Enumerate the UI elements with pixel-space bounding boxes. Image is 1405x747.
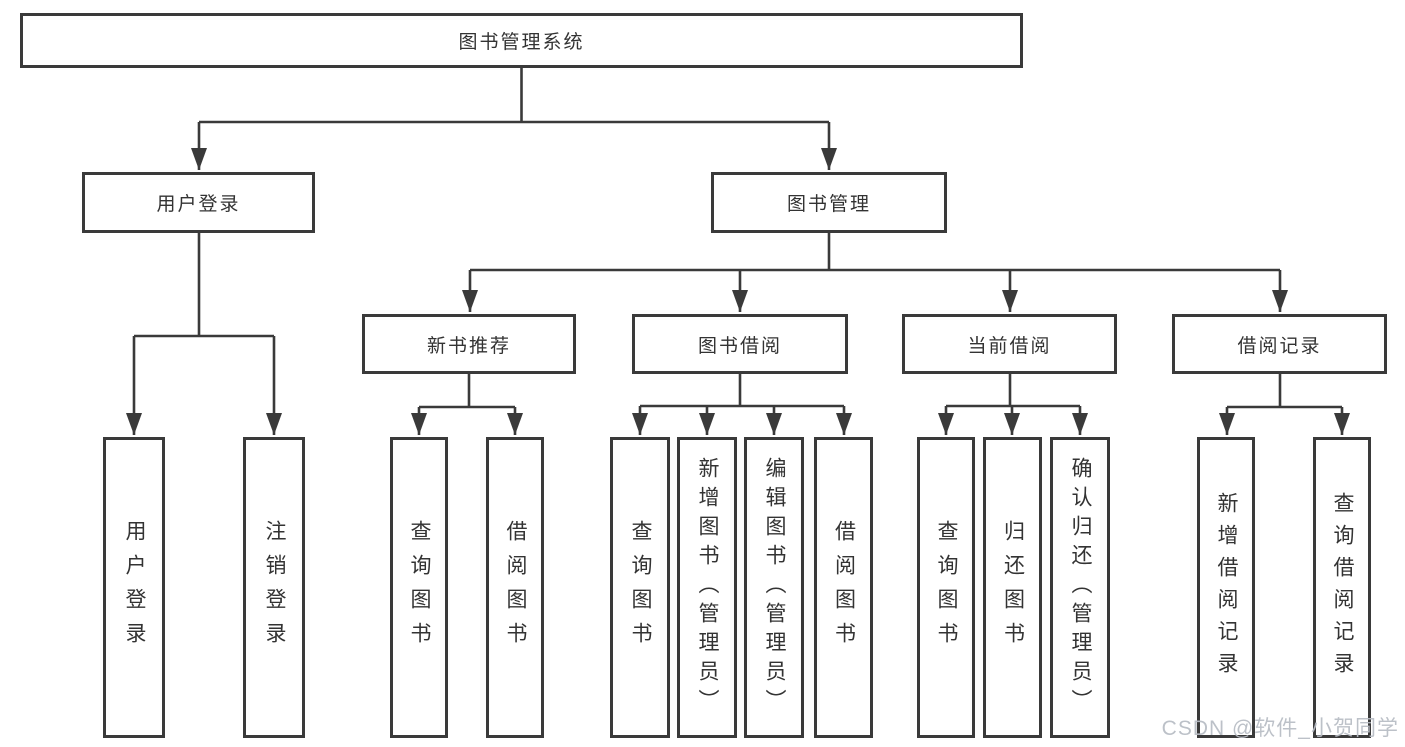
leaf-add-borrow-record: 新增借阅记录 — [1197, 437, 1255, 738]
node-user-login: 用户登录 — [82, 172, 315, 233]
leaf-query-book-borrow-label: 查询图书 — [629, 519, 652, 656]
leaf-query-book-borrow: 查询图书 — [610, 437, 670, 738]
node-user-login-label: 用户登录 — [156, 194, 241, 215]
node-borrow-records: 借阅记录 — [1172, 314, 1387, 374]
leaf-borrow-book-label: 借阅图书 — [832, 519, 856, 656]
node-borrow-records-label: 借阅记录 — [1237, 335, 1322, 357]
node-root-system: 图书管理系统 — [20, 13, 1023, 68]
leaf-add-borrow-record-label: 新增借阅记录 — [1215, 491, 1238, 684]
node-book-borrow-label: 图书借阅 — [697, 335, 782, 357]
node-new-book-recommend-label: 新书推荐 — [426, 335, 511, 357]
leaf-query-borrow-record-label: 查询借阅记录 — [1331, 491, 1354, 684]
leaf-return-book: 归还图书 — [983, 437, 1042, 738]
node-book-management-label: 图书管理 — [786, 194, 871, 215]
leaf-edit-book-admin-label: 编辑图书（管理员） — [763, 457, 786, 718]
leaf-query-book-current: 查询图书 — [917, 437, 975, 738]
leaf-logout: 注销登录 — [243, 437, 305, 738]
leaf-confirm-return-admin-label: 确认归还（管理员） — [1069, 457, 1092, 718]
leaf-edit-book-admin: 编辑图书（管理员） — [744, 437, 804, 738]
leaf-confirm-return-admin: 确认归还（管理员） — [1050, 437, 1110, 738]
leaf-borrow-book-recommend-label: 借阅图书 — [504, 519, 527, 656]
node-current-borrow: 当前借阅 — [902, 314, 1117, 374]
node-root-label: 图书管理系统 — [458, 32, 585, 53]
leaf-borrow-book-recommend: 借阅图书 — [486, 437, 544, 738]
leaf-query-book-recommend-label: 查询图书 — [408, 519, 431, 656]
node-book-borrow: 图书借阅 — [632, 314, 848, 374]
leaf-query-borrow-record: 查询借阅记录 — [1313, 437, 1371, 738]
leaf-query-book-recommend: 查询图书 — [390, 437, 448, 738]
leaf-user-login: 用户登录 — [103, 437, 165, 738]
node-current-borrow-label: 当前借阅 — [967, 335, 1052, 357]
node-book-management: 图书管理 — [711, 172, 947, 233]
csdn-watermark: CSDN @软件_小贺同学 — [1161, 717, 1399, 740]
leaf-user-login-label: 用户登录 — [123, 519, 146, 656]
leaf-return-book-label: 归还图书 — [1001, 519, 1025, 656]
leaf-logout-label: 注销登录 — [263, 519, 286, 656]
leaf-query-book-current-label: 查询图书 — [935, 519, 958, 656]
leaf-borrow-book: 借阅图书 — [814, 437, 873, 738]
node-new-book-recommend: 新书推荐 — [362, 314, 576, 374]
leaf-add-book-admin: 新增图书（管理员） — [677, 437, 737, 738]
leaf-add-book-admin-label: 新增图书（管理员） — [696, 457, 719, 718]
